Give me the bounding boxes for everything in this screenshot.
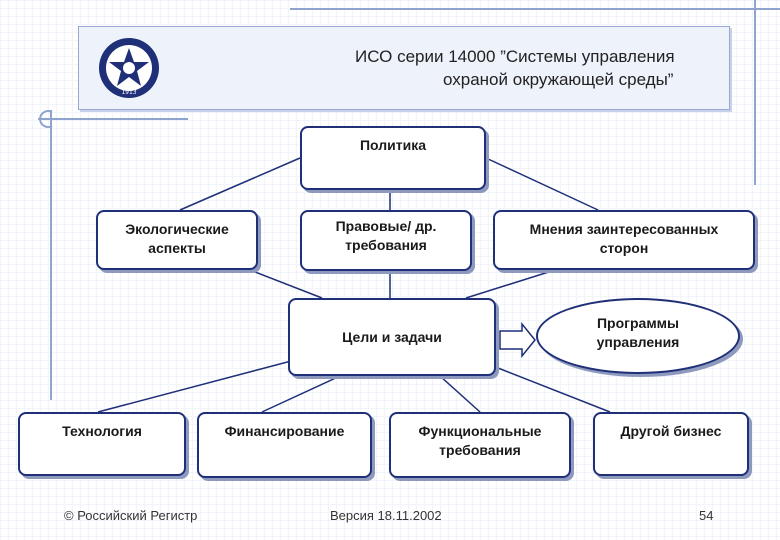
link-policy-eco <box>179 157 301 211</box>
node-eco-line-1: Экологические <box>125 221 229 237</box>
arrow-goals-to-programs <box>499 321 536 359</box>
node-policy-label: Политика <box>359 137 427 153</box>
node-technology: Технология <box>18 412 186 476</box>
node-functional: Функциональные требования <box>389 412 571 478</box>
node-legal-line-2: требования <box>345 237 427 253</box>
footer-copyright: © Российский Регистр <box>64 508 198 523</box>
title-line-2: охраной окружающей среды” <box>443 70 674 89</box>
node-functional-line-1: Функциональные <box>418 423 542 439</box>
node-eco-aspects: Экологические аспекты <box>96 210 258 270</box>
node-finance-label: Финансирование <box>224 423 345 439</box>
link-goals-functional <box>439 375 481 413</box>
node-programs-line-2: управления <box>596 334 680 350</box>
decor-line-left-horizontal <box>38 118 188 120</box>
decor-line-left-vertical <box>50 110 52 400</box>
link-goals-finance <box>261 375 341 413</box>
node-other-business: Другой бизнес <box>593 412 749 476</box>
node-finance: Финансирование <box>197 412 372 478</box>
link-goals-tech <box>97 359 296 413</box>
title-banner: 1913 ИСО серии 14000 ”Системы управления… <box>78 26 730 110</box>
node-programs: Программы управления <box>536 298 740 374</box>
node-technology-label: Технология <box>62 423 142 439</box>
decor-circle-icon <box>39 110 53 128</box>
footer-version: Версия 18.11.2002 <box>330 508 442 523</box>
node-legal: Правовые/ др. требования <box>300 210 472 271</box>
logo-year: 1913 <box>121 89 136 96</box>
decor-line-top <box>290 8 780 10</box>
decor-line-right <box>754 0 756 185</box>
link-eco-goals <box>249 269 323 299</box>
node-goals-label: Цели и задачи <box>342 329 442 345</box>
link-goals-business <box>497 367 611 413</box>
node-opinions-line-2: сторон <box>599 240 649 256</box>
node-eco-line-2: аспекты <box>148 240 206 256</box>
link-policy-opinions <box>485 157 599 211</box>
node-opinions: Мнения заинтересованных сторон <box>493 210 755 270</box>
node-goals: Цели и задачи <box>288 298 496 376</box>
russian-register-logo: 1913 <box>99 38 159 98</box>
title-line-1: ИСО серии 14000 ”Системы управления <box>355 47 675 66</box>
footer-page-number: 54 <box>699 508 714 523</box>
node-programs-line-1: Программы <box>596 315 679 331</box>
node-opinions-line-1: Мнения заинтересованных <box>529 221 719 237</box>
node-functional-line-2: требования <box>439 442 521 458</box>
node-policy: Политика <box>300 126 486 190</box>
node-legal-line-1: Правовые/ др. <box>335 218 437 234</box>
node-business-label: Другой бизнес <box>620 423 722 439</box>
link-opinions-goals <box>465 269 556 299</box>
